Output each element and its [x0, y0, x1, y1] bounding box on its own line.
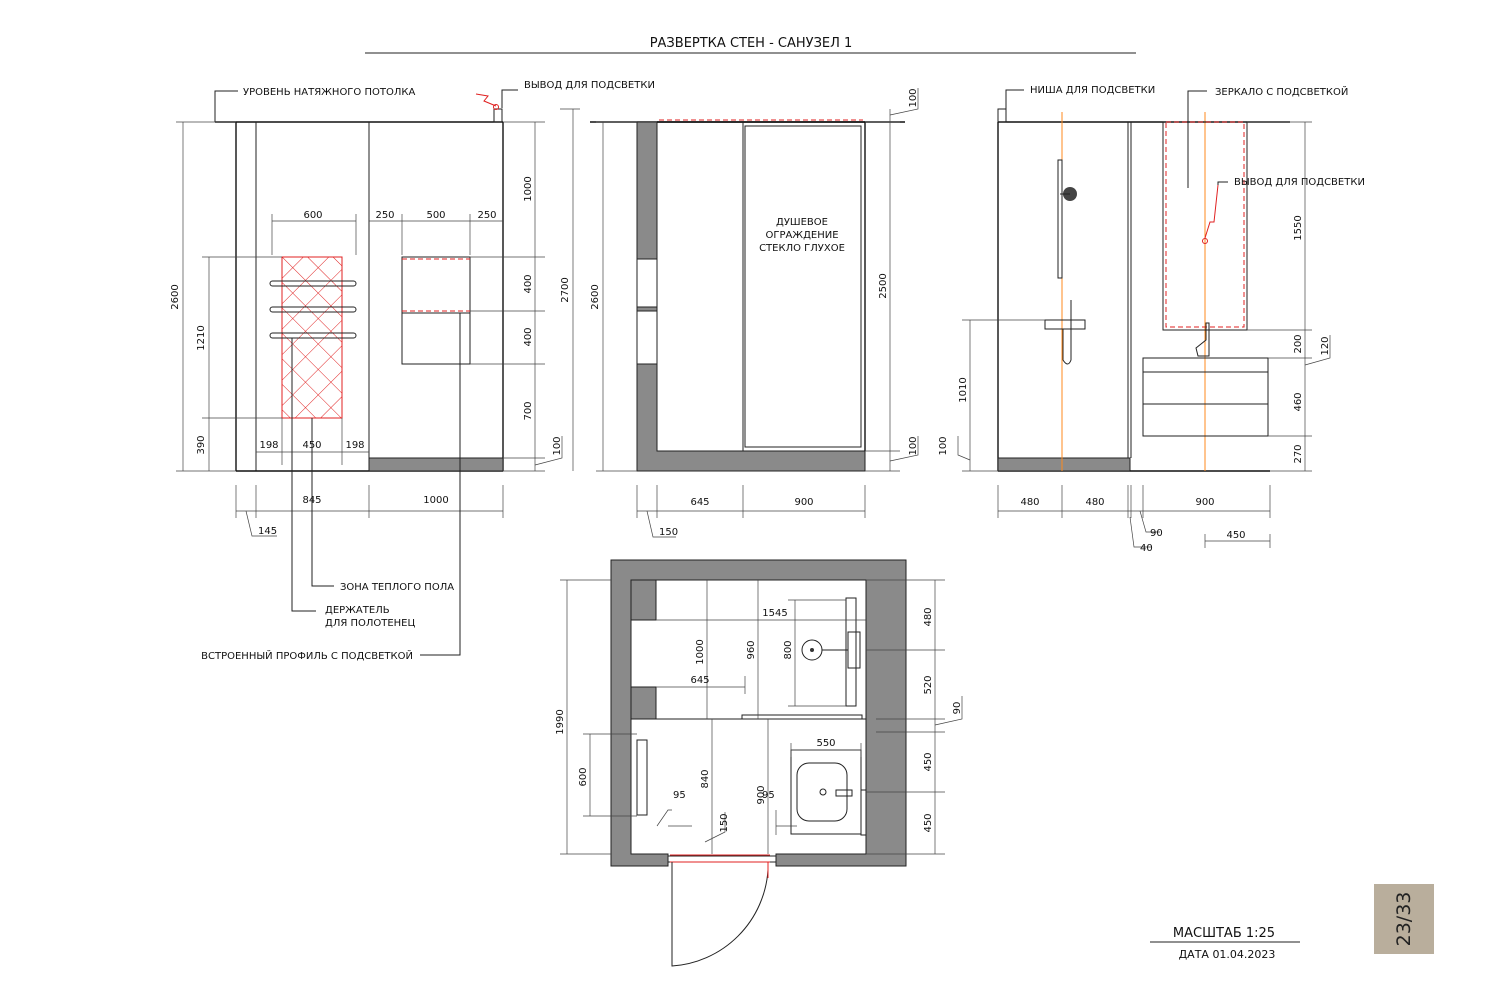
page-number: 23/33	[1393, 891, 1415, 947]
sheet-title-text: РАЗВЕРТКА СТЕН - САНУЗЕЛ 1	[650, 36, 853, 51]
e1-dims-bottom: 845 1000 145	[235, 485, 504, 537]
e3-dims: 1010 100 1550 200 460 270 120 480 480	[938, 121, 1331, 554]
scale-stamp: МАСШТАБ 1:25 ДАТА 01.04.2023	[1150, 926, 1300, 961]
dim-1545: 1545	[762, 608, 787, 619]
dim-700: 700	[523, 401, 534, 420]
profile-light-label: ВСТРОЕННЫЙ ПРОФИЛЬ С ПОДСВЕТКОЙ	[201, 649, 413, 662]
dim-645-e2: 645	[690, 497, 709, 508]
dim-100: 100	[552, 436, 563, 455]
towel-holder-label-2: ДЛЯ ПОЛОТЕНЕЦ	[325, 618, 416, 629]
e1-dims-top: 600 250 500 250	[271, 210, 503, 255]
dim-1990: 1990	[555, 709, 566, 734]
dim-1000-vert: 1000	[523, 176, 534, 201]
dim-400-a: 400	[523, 274, 534, 293]
dim-460: 460	[1293, 392, 1304, 411]
shower-glass	[744, 125, 862, 448]
sheet-title: РАЗВЕРТКА СТЕН - САНУЗЕЛ 1	[365, 36, 1136, 54]
dim-480-b: 480	[1085, 497, 1104, 508]
dim-120: 120	[1320, 336, 1331, 355]
dim-100-bottom-e2: 100	[908, 436, 919, 455]
dim-480-plan: 480	[923, 607, 934, 626]
floor-plan: 1990 600 1545 1000 645 960 800 840 900	[555, 559, 963, 967]
dim-2600: 2600	[170, 284, 181, 309]
dim-95-right: 95	[762, 790, 775, 801]
dim-600: 600	[303, 210, 322, 221]
plan-dims: 1990 600 1545 1000 645 960 800 840 900	[555, 579, 963, 855]
elevation-2: ДУШЕВОЕ ОГРАЖДЕНИЕ СТЕКЛО ГЛУХОЕ 2600 10…	[590, 88, 919, 538]
e1-dims-right: 1000 400 400 700 100 2700	[470, 108, 580, 472]
shower-label-2: ОГРАЖДЕНИЕ	[765, 230, 838, 241]
dim-100-top-e2: 100	[908, 88, 919, 107]
e2-dims: 2600 100 2500 100 645 900 150	[590, 88, 919, 538]
dim-480-a: 480	[1020, 497, 1039, 508]
ceiling-level-label: УРОВЕНЬ НАТЯЖНОГО ПОТОЛКА	[243, 87, 415, 98]
date-text: ДАТА 01.04.2023	[1179, 948, 1276, 961]
dim-900-e3: 900	[1195, 497, 1214, 508]
dim-250-left: 250	[375, 210, 394, 221]
dim-198-right: 198	[345, 440, 364, 451]
dim-400-b: 400	[523, 327, 534, 346]
dim-450-plan-b: 450	[923, 813, 934, 832]
dim-800: 800	[783, 640, 794, 659]
dim-150-plan: 150	[719, 813, 730, 832]
dim-1550: 1550	[1293, 215, 1304, 240]
dim-2600-e2: 2600	[590, 284, 601, 309]
dim-150-e2: 150	[659, 527, 678, 538]
dim-450-plan-a: 450	[923, 752, 934, 771]
dim-500: 500	[426, 210, 445, 221]
page-number-badge: 23/33	[1374, 884, 1434, 954]
towel-holder-label-1: ДЕРЖАТЕЛЬ	[325, 605, 390, 616]
mirror	[1162, 121, 1248, 331]
niche-light-label: НИША ДЛЯ ПОДСВЕТКИ	[1030, 85, 1155, 96]
dim-390: 390	[196, 435, 207, 454]
warm-floor-label: ЗОНА ТЕПЛОГО ПОЛА	[340, 582, 454, 593]
dim-90-e3: 90	[1150, 528, 1163, 539]
scale-text: МАСШТАБ 1:25	[1173, 926, 1275, 941]
dim-95-left: 95	[673, 790, 686, 801]
dim-1210: 1210	[196, 325, 207, 350]
dim-550: 550	[816, 738, 835, 749]
dim-840: 840	[700, 769, 711, 788]
dim-198-left: 198	[259, 440, 278, 451]
elevation-3: НИША ДЛЯ ПОДСВЕТКИ ЗЕРКАЛО С ПОДСВЕТКОЙ …	[938, 85, 1365, 554]
dim-90-plan: 90	[952, 702, 963, 715]
dim-2700: 2700	[560, 277, 571, 302]
dim-100-e3: 100	[938, 436, 949, 455]
shower-label-3: СТЕКЛО ГЛУХОЕ	[759, 243, 845, 254]
towel-holder	[269, 280, 357, 339]
dim-1000-plan: 1000	[695, 639, 706, 664]
dim-145: 145	[258, 526, 277, 537]
e1-leaders: ЗОНА ТЕПЛОГО ПОЛА ДЕРЖАТЕЛЬ ДЛЯ ПОЛОТЕНЕ…	[201, 313, 461, 662]
dim-520: 520	[923, 675, 934, 694]
dim-1010: 1010	[958, 377, 969, 402]
shower-set	[1044, 159, 1086, 365]
dim-200: 200	[1293, 334, 1304, 353]
light-outlet-label-2: ВЫВОД ДЛЯ ПОДСВЕТКИ	[1234, 177, 1365, 188]
dim-645-plan: 645	[690, 675, 709, 686]
e1-dims-left: 2600 1210 390	[170, 121, 282, 472]
light-outlet-label: ВЫВОД ДЛЯ ПОДСВЕТКИ	[524, 80, 655, 91]
shower-label-1: ДУШЕВОЕ	[776, 217, 828, 228]
dim-1000-horiz: 1000	[423, 495, 448, 506]
mirror-light-label: ЗЕРКАЛО С ПОДСВЕТКОЙ	[1215, 85, 1348, 98]
dim-600-plan: 600	[578, 767, 589, 786]
dim-900-plan: 900	[756, 785, 767, 804]
dim-40-e3: 40	[1140, 543, 1153, 554]
dim-250-right: 250	[477, 210, 496, 221]
dim-270: 270	[1293, 444, 1304, 463]
dim-960: 960	[746, 640, 757, 659]
dim-900-e2: 900	[794, 497, 813, 508]
dim-2500: 2500	[878, 273, 889, 298]
elevation-1: УРОВЕНЬ НАТЯЖНОГО ПОТОЛКА ВЫВОД ДЛЯ ПОДС…	[170, 80, 655, 662]
dim-450-e3: 450	[1226, 530, 1245, 541]
